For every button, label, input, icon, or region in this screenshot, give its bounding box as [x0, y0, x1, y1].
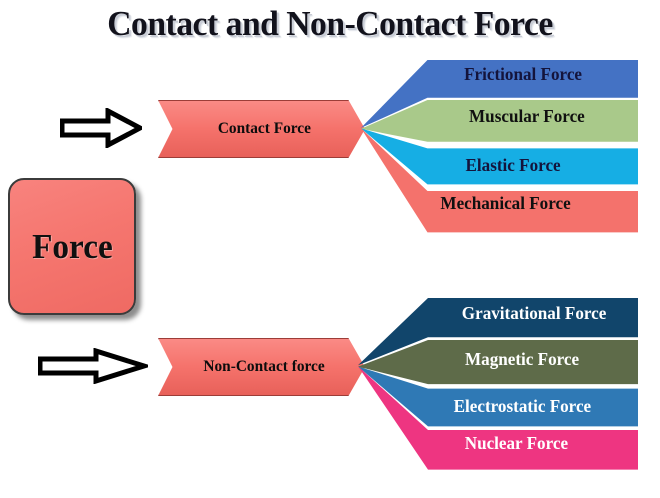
- leaf-node-elastic-force-label: Elastic Force: [465, 155, 561, 175]
- leaf-node-muscular-force-label: Muscular Force: [469, 106, 585, 126]
- arrow-to-non-contact-force-icon: [37, 347, 153, 389]
- force-root-label: Force: [31, 226, 113, 266]
- leaf-node-electrostatic-force-label: Electrostatic Force: [453, 396, 592, 416]
- force-root-node[interactable]: Force: [8, 178, 136, 315]
- leaf-node-gravitational-force-label: Gravitational Force: [461, 303, 607, 323]
- branch-node-contact[interactable]: Contact Force: [158, 100, 365, 158]
- leaf-node-nuclear-force-label: Nuclear Force: [464, 433, 569, 453]
- branch-node-non-contact-label: Non-Contact force: [203, 358, 326, 375]
- page-title: Contact and Non-Contact Force: [107, 4, 553, 43]
- arrow-to-contact-force-icon: [59, 106, 146, 153]
- branch-node-contact-label: Contact Force: [217, 120, 311, 137]
- leaf-node-magnetic-force-label: Magnetic Force: [465, 349, 580, 369]
- branch-node-non-contact[interactable]: Non-Contact force: [158, 338, 365, 396]
- leaf-node-mechanical-force-label: Mechanical Force: [440, 193, 571, 213]
- leaf-node-frictional-force-label: Frictional Force: [464, 64, 583, 84]
